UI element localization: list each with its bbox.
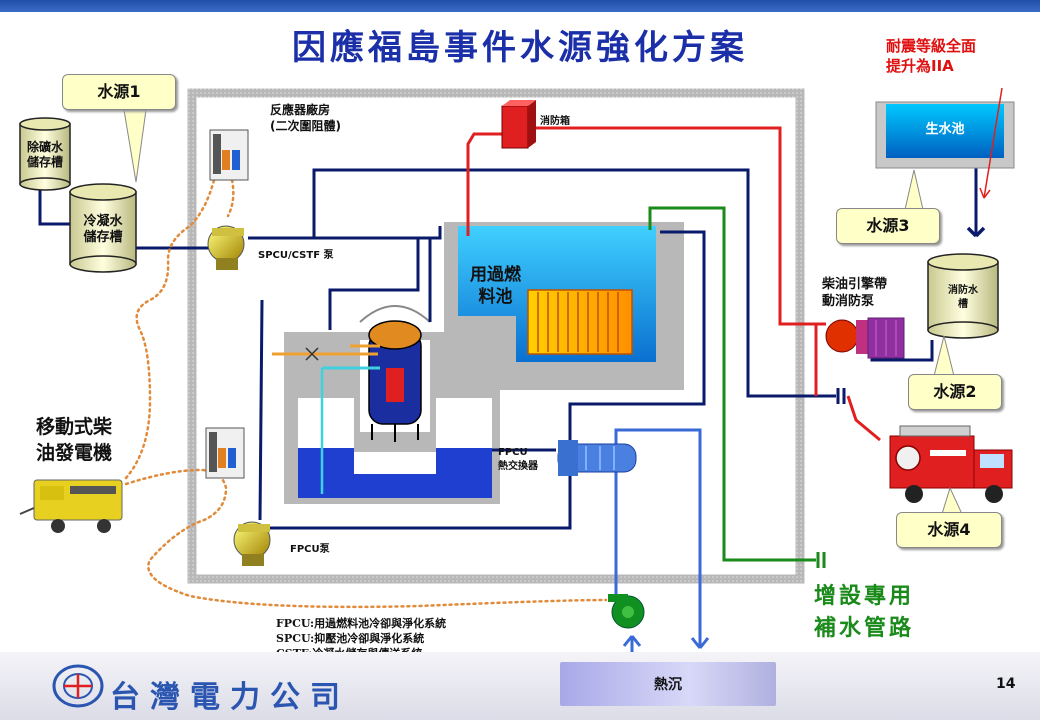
fpcu-pump-label: FPCU泵 <box>290 544 330 555</box>
demin-tank-label-line2: 儲存槽 <box>26 155 63 169</box>
fpcu-hx-label-line1: FPCU <box>498 447 528 458</box>
fuel-rack <box>527 289 633 355</box>
fire-tank-label: 消防水 槽 <box>932 284 994 312</box>
fire-tank-label-line1: 消防水 <box>948 285 978 296</box>
legend-fpcu: FPCU:用過燃料池冷卻與淨化系統 <box>276 617 447 630</box>
electrical-cabinet-icon <box>205 427 245 479</box>
reactor-vessel <box>359 305 431 442</box>
water-source-3-callout: 水源3 <box>836 208 940 244</box>
water-source-1-callout: 水源1 <box>62 74 176 110</box>
condensate-tank <box>69 183 137 273</box>
fpcu-pump-icon <box>233 521 271 566</box>
spent-fuel-pool-label: 用過燃 料池 <box>470 264 521 308</box>
reactor-piping <box>272 344 380 494</box>
fpcu-heat-exchanger <box>557 440 637 476</box>
electrical-cabinet-icon <box>209 129 249 181</box>
dedicated-pipe-label-line2: 補水管路 <box>814 615 915 641</box>
callout-tail-2 <box>933 335 955 377</box>
page-number: 14 <box>996 676 1016 692</box>
mobile-generator-label-line1: 移動式柴 <box>36 416 113 438</box>
spcu-pump-label: SPCU/CSTF 泵 <box>258 250 334 261</box>
green-piping <box>648 206 846 568</box>
condensate-tank-label-line1: 冷凝水 <box>83 214 123 229</box>
blue-piping <box>614 428 710 664</box>
fire-truck-icon <box>889 425 1013 503</box>
spent-fuel-pool-label-line2: 料池 <box>478 287 513 307</box>
diesel-fire-pump-icon <box>825 317 905 359</box>
seismic-note-line2: 提升為IIA <box>886 57 954 75</box>
fire-water-tank <box>927 253 999 339</box>
demin-water-tank <box>19 117 71 191</box>
fire-tank-label-line2: 槽 <box>958 299 968 310</box>
fire-box-label: 消防箱 <box>540 116 570 127</box>
reactor-building-label: 反應器廠房 (二次圍阻體) <box>270 102 341 134</box>
navy-piping <box>38 166 986 530</box>
diesel-pump-label-line1: 柴油引擎帶 <box>822 277 888 292</box>
heat-sink <box>560 662 776 706</box>
fire-box <box>501 100 536 149</box>
seismic-note: 耐震等級全面 提升為IIA <box>886 36 1036 76</box>
raw-water-pool-label: 生水池 <box>925 122 965 137</box>
mobile-generator-icon <box>19 479 123 533</box>
water-source-4-callout: 水源4 <box>896 512 1002 548</box>
heat-sink-pump-icon <box>608 594 645 629</box>
mobile-generator-label-line2: 油發電機 <box>36 442 113 464</box>
demin-tank-label: 除礦水 儲存槽 <box>22 140 68 170</box>
callout-tail-1 <box>123 109 147 183</box>
diesel-pump-label: 柴油引擎帶 動消防泵 <box>822 276 887 310</box>
red-piping <box>466 126 881 442</box>
fpcu-hx-label: FPCU 熱交換器 <box>498 446 538 474</box>
water-source-2-callout: 水源2 <box>908 374 1002 410</box>
taipower-logo-icon <box>52 664 104 708</box>
seismic-note-line1: 耐震等級全面 <box>886 37 977 55</box>
condensate-tank-label: 冷凝水 儲存槽 <box>72 214 134 246</box>
top-bar <box>0 0 1040 12</box>
demin-tank-label-line1: 除礦水 <box>26 140 63 154</box>
dedicated-pipe-label-line1: 增設專用 <box>814 583 915 609</box>
legend-spcu: SPCU:抑壓池冷卻與淨化系統 <box>276 632 425 645</box>
fpcu-hx-label-line2: 熱交換器 <box>498 461 538 472</box>
page-title: 因應福島事件水源強化方案 <box>292 28 748 68</box>
mobile-generator-label: 移動式柴 油發電機 <box>36 414 112 466</box>
power-cables <box>124 178 608 609</box>
company-name: 台灣電力公司 <box>110 680 350 715</box>
footer-bar <box>0 652 1040 720</box>
spcu-cstf-pump-icon <box>207 225 245 270</box>
condensate-tank-label-line2: 儲存槽 <box>83 230 123 245</box>
heat-sink-label: 熱沉 <box>654 677 682 693</box>
reactor-building-label-line2: (二次圍阻體) <box>270 119 341 133</box>
diesel-pump-label-line2: 動消防泵 <box>822 294 875 309</box>
note-arrow <box>983 87 1003 199</box>
raw-water-pool <box>875 101 1015 169</box>
dedicated-pipe-label: 增設專用 補水管路 <box>814 580 914 644</box>
spent-fuel-pool-label-line1: 用過燃 <box>470 265 521 285</box>
callout-tail-4 <box>941 486 963 515</box>
reactor-building-label-line1: 反應器廠房 <box>270 103 331 117</box>
reactor-building-wall <box>187 88 805 584</box>
